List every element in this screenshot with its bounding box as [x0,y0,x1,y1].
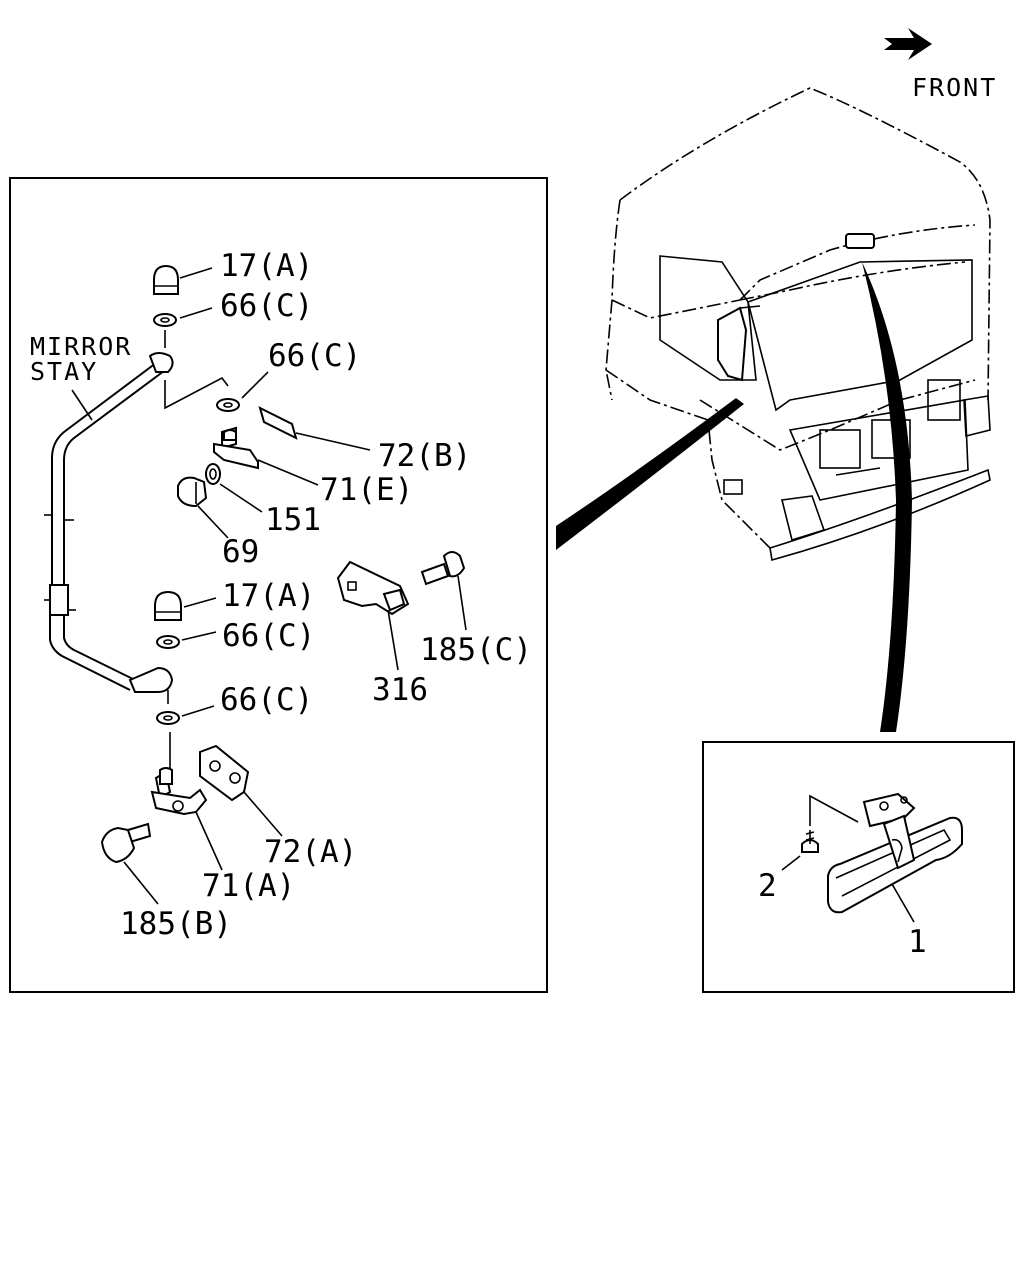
callout-66c-3: 66(C) [222,618,315,654]
callout-17a-mid: 17(A) [222,578,315,614]
callout-72b: 72(B) [378,438,471,474]
washer-66c-4 [156,711,180,725]
callout-1: 1 [908,924,927,960]
callout-66c-2: 66(C) [268,338,361,374]
bolt-185b [100,822,152,864]
callout-151: 151 [265,502,321,538]
cap-nut-17a-top [153,264,179,295]
callout-66c-4: 66(C) [220,682,313,718]
callout-71a: 71(A) [202,868,295,904]
bracket-316 [336,560,410,616]
callout-316: 316 [372,672,428,708]
washer-66c-1 [153,313,177,327]
bracket-71a [150,767,208,816]
washer-66c-3 [156,635,180,649]
bracket-71e [213,426,259,470]
callout-72a: 72(A) [264,834,357,870]
rear-view-mirror [827,792,963,914]
mirror-stay-rod [44,352,174,693]
callout-185c: 185(C) [420,632,532,668]
pointer-to-side-mirror [556,398,744,550]
callout-71e: 71(E) [320,472,413,508]
washer-151 [205,463,221,485]
callout-69: 69 [222,534,259,570]
mirror-stay-detail-frame [9,177,548,993]
callout-185b: 185(B) [120,906,232,942]
callout-66c-1: 66(C) [220,288,313,324]
screw-2 [801,830,819,853]
callout-17a-top: 17(A) [220,248,313,284]
nut-69 [177,476,208,508]
front-label: FRONT [912,73,997,102]
callout-2: 2 [758,868,777,904]
pointer-to-rear-mirror [862,262,912,732]
bolt-185c [420,551,466,586]
plate-72a [199,744,250,802]
truck-cab-illustration [605,87,991,562]
rear-mirror-detail-frame [702,741,1015,993]
plate-72b [258,406,298,440]
mirror-stay-label-line1: MIRROR [30,332,132,361]
washer-66c-2 [216,398,240,412]
mirror-stay-label-line2: STAY [30,357,98,386]
front-arrow-icon [884,28,932,60]
cap-nut-17a-mid [154,590,182,621]
